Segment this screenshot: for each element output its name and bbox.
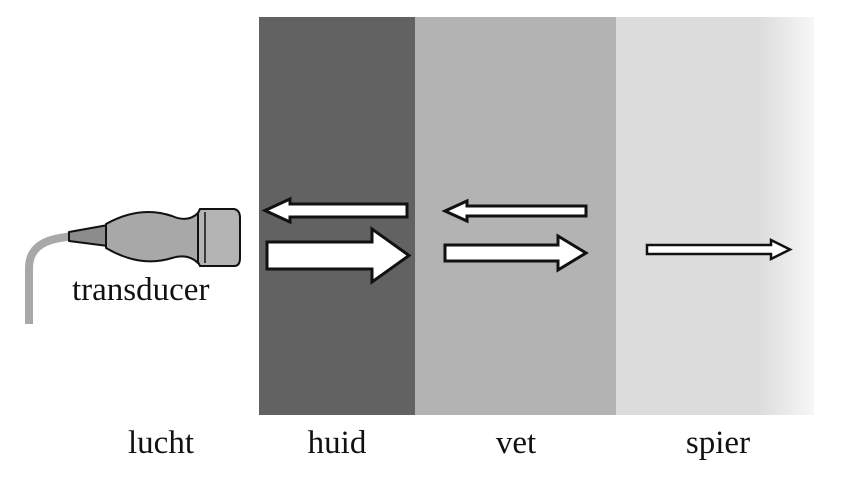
layer-spier	[616, 17, 814, 415]
transducer-label: transducer	[72, 272, 209, 308]
layer-label-spier: spier	[686, 425, 750, 461]
transducer-icon	[68, 208, 241, 267]
transducer-head	[197, 208, 241, 267]
transducer-body	[105, 211, 199, 264]
arrow-reflect-vet	[441, 198, 588, 224]
arrow-transmit-spier	[645, 237, 793, 262]
transducer-cable	[25, 232, 73, 324]
arrow-transmit-vet	[443, 233, 589, 273]
transducer-neck	[68, 224, 109, 247]
arrow-transmit-huid	[265, 226, 412, 285]
layer-label-huid: huid	[308, 425, 367, 461]
layer-label-lucht: lucht	[128, 425, 194, 461]
layer-label-vet: vet	[496, 425, 536, 461]
arrow-reflect-huid	[261, 196, 409, 225]
